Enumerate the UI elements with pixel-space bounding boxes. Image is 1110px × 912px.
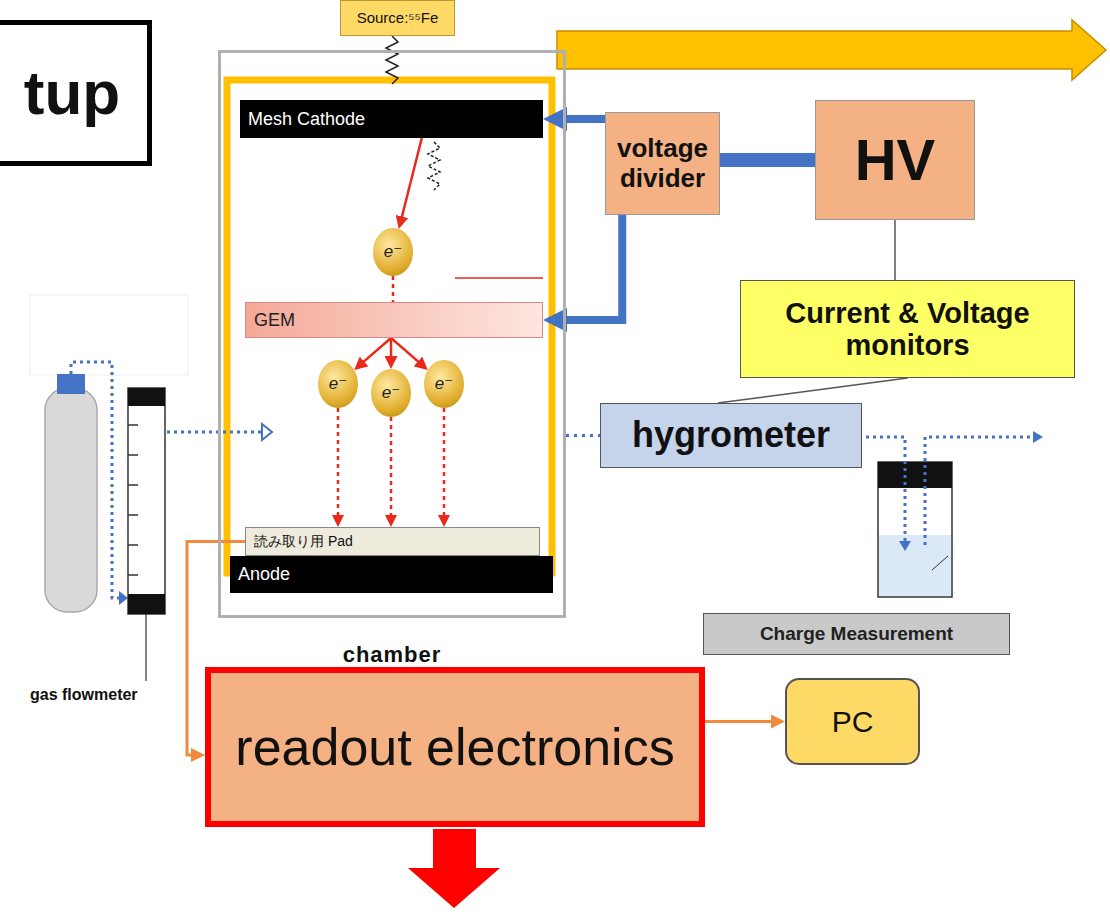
connector xyxy=(392,276,395,302)
gas-line xyxy=(167,431,262,434)
node-text: GEM xyxy=(254,310,534,330)
hygrometer-box: hygrometer xyxy=(600,403,862,468)
gas-arrowhead xyxy=(899,541,911,551)
monitor-box: Current & Voltage monitors xyxy=(740,280,1075,378)
connector xyxy=(359,338,391,366)
readout-pad: 読み取り用 Pad xyxy=(245,527,540,556)
connector xyxy=(337,408,340,521)
node-text: e⁻ xyxy=(373,242,413,261)
node-text: voltage divider xyxy=(612,134,713,192)
node-text: chamber xyxy=(221,643,563,668)
charge-box: Charge Measurement xyxy=(703,613,1010,655)
connector xyxy=(718,378,908,403)
bottle-valve xyxy=(57,374,85,394)
electron: e⁻ xyxy=(373,228,413,276)
connector xyxy=(555,115,605,123)
pc-box: PC xyxy=(785,678,920,765)
node-text: PC xyxy=(793,705,912,739)
title-frame: tup xyxy=(0,20,152,166)
bubbler-cap xyxy=(878,462,952,488)
node-text: e⁻ xyxy=(318,374,358,393)
gas-line xyxy=(925,437,1034,545)
leader-line xyxy=(145,614,146,681)
part-label: gas flowmeter xyxy=(30,686,138,704)
gas-arrowhead xyxy=(119,591,128,605)
connector xyxy=(443,408,446,521)
flowmeter xyxy=(128,388,165,614)
yellow-arrow xyxy=(557,20,1106,80)
electron: e⁻ xyxy=(371,369,411,417)
leader-line xyxy=(932,556,948,570)
node-text: Current & Voltage monitors xyxy=(747,297,1068,362)
mesh-cathode: Mesh Cathode xyxy=(240,100,543,138)
node-text: Charge Measurement xyxy=(710,623,1003,644)
gas-bottle xyxy=(45,388,97,612)
flowmeter-scale xyxy=(128,425,138,575)
electron: e⁻ xyxy=(318,360,358,408)
readout-box: readout electronics xyxy=(205,667,705,827)
flowmeter-cap xyxy=(128,388,165,406)
node-text: hygrometer xyxy=(607,415,855,455)
connector xyxy=(720,153,815,167)
source-box: Source:⁵⁵Fe xyxy=(340,0,455,36)
connector xyxy=(390,338,393,363)
gas-line xyxy=(866,437,905,542)
xray-wave xyxy=(386,36,398,84)
node-text: readout electronics xyxy=(217,718,693,776)
bubbler xyxy=(878,462,952,597)
highlight-frame xyxy=(227,80,552,573)
node-text: e⁻ xyxy=(424,374,464,393)
anode: Anode xyxy=(230,556,553,593)
chamber-housing: chamberMesh Cathodee⁻GEMe⁻e⁻e⁻読み取り用 PadA… xyxy=(218,50,566,618)
connector xyxy=(390,417,393,521)
hv-box: HV xyxy=(815,100,975,220)
gas-arrowhead xyxy=(262,424,272,440)
node-text: HV xyxy=(822,128,968,193)
node-text: Source:⁵⁵Fe xyxy=(347,10,448,27)
node-text: Mesh Cathode xyxy=(248,109,535,129)
electron: e⁻ xyxy=(424,360,464,408)
gas-arrowhead xyxy=(1033,431,1043,443)
connector xyxy=(894,220,896,280)
gas-line xyxy=(71,362,120,598)
voltage-divider-box: voltage divider xyxy=(605,112,720,215)
flowmeter-base xyxy=(128,594,165,614)
gem-foil: GEM xyxy=(245,302,543,338)
connector xyxy=(705,720,778,723)
node-text: Anode xyxy=(238,564,545,584)
connector xyxy=(566,434,600,437)
bubbler-liquid xyxy=(879,535,951,596)
connector xyxy=(400,138,421,223)
node-text: 読み取り用 Pad xyxy=(254,534,531,550)
red-arrow xyxy=(408,829,500,908)
connector xyxy=(391,338,423,366)
title: tup xyxy=(24,62,120,124)
red-mark xyxy=(455,277,543,279)
node-text: e⁻ xyxy=(371,383,411,402)
xray-wave xyxy=(428,142,440,190)
